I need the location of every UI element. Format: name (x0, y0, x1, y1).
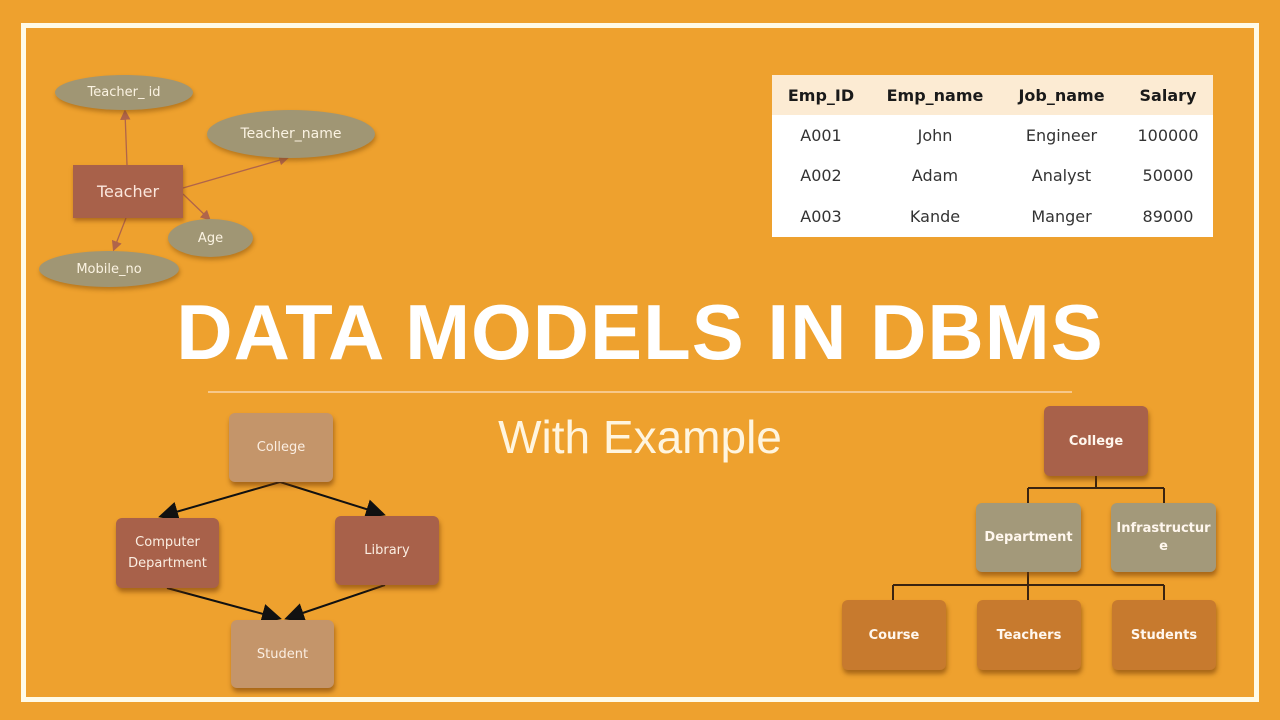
table-row: A003 Kande Manger 89000 (772, 196, 1213, 237)
table-row: A002 Adam Analyst 50000 (772, 156, 1213, 197)
network-node-student: Student (231, 620, 334, 688)
network-node-computer-department: Computer Department (116, 518, 219, 588)
page-subtitle: With Example (498, 411, 782, 463)
node-label: Course (868, 627, 920, 643)
entity-teacher: Teacher (73, 165, 183, 218)
node-label: Students (1130, 627, 1198, 643)
node-label-line: Infrastructur (1116, 520, 1211, 536)
column-header: Emp_ID (772, 75, 870, 115)
entity-label: Teacher (96, 182, 160, 201)
node-label: Department (984, 530, 1073, 545)
table-header-row: Emp_ID Emp_name Job_name Salary (772, 75, 1213, 115)
table-cell: Kande (909, 207, 961, 227)
relational-table: Emp_ID Emp_name Job_name Salary A001 Joh… (772, 75, 1213, 237)
hierarchy-node-infrastructure: Infrastructur e (1111, 503, 1216, 572)
table-cell: A002 (800, 166, 842, 186)
table-cell: 50000 (1142, 166, 1194, 186)
table-cell: Engineer (1025, 125, 1098, 145)
hierarchy-node-students: Students (1112, 600, 1216, 670)
attribute-label: Teacher_ id (87, 85, 161, 100)
node-label-line: Computer (135, 535, 200, 550)
attribute-teacher-name: Teacher_name (207, 110, 375, 158)
hierarchy-node-teachers: Teachers (977, 600, 1081, 670)
attribute-label: Teacher_name (240, 126, 342, 142)
title-divider (208, 391, 1072, 393)
hierarchy-node-college: College (1044, 406, 1148, 476)
column-header: Emp_name (870, 75, 1000, 115)
attribute-label: Age (197, 230, 224, 246)
attribute-age: Age (168, 219, 253, 257)
node-label-line: e (1159, 538, 1168, 554)
table-cell: Analyst (1031, 166, 1092, 186)
table-cell: 89000 (1142, 207, 1194, 227)
column-header: Salary (1123, 75, 1213, 115)
table-cell: Manger (1031, 207, 1092, 227)
table-cell: John (917, 125, 953, 145)
column-header: Job_name (1000, 75, 1123, 115)
table-cell: 100000 (1137, 125, 1199, 145)
slide-frame (21, 23, 1259, 702)
attribute-mobile-no: Mobile_no (39, 251, 179, 287)
hierarchy-node-course: Course (842, 600, 946, 670)
table-cell: A001 (800, 125, 842, 145)
node-label: Teachers (996, 627, 1062, 643)
node-label: College (256, 440, 306, 455)
attribute-teacher-id: Teacher_ id (55, 75, 193, 110)
node-label: Library (364, 543, 410, 558)
table-cell: Adam (911, 166, 959, 186)
node-label-line: Department (128, 556, 207, 571)
page-title: DATA MODELS IN DBMS (176, 288, 1104, 376)
table-cell: A003 (800, 207, 842, 227)
hierarchy-node-department: Department (976, 503, 1081, 572)
node-label: Student (256, 646, 309, 662)
attribute-label: Mobile_no (76, 261, 142, 277)
network-node-library: Library (335, 516, 439, 585)
node-label: College (1068, 433, 1124, 449)
network-node-college: College (229, 413, 333, 482)
table-row: A001 John Engineer 100000 (772, 115, 1213, 156)
